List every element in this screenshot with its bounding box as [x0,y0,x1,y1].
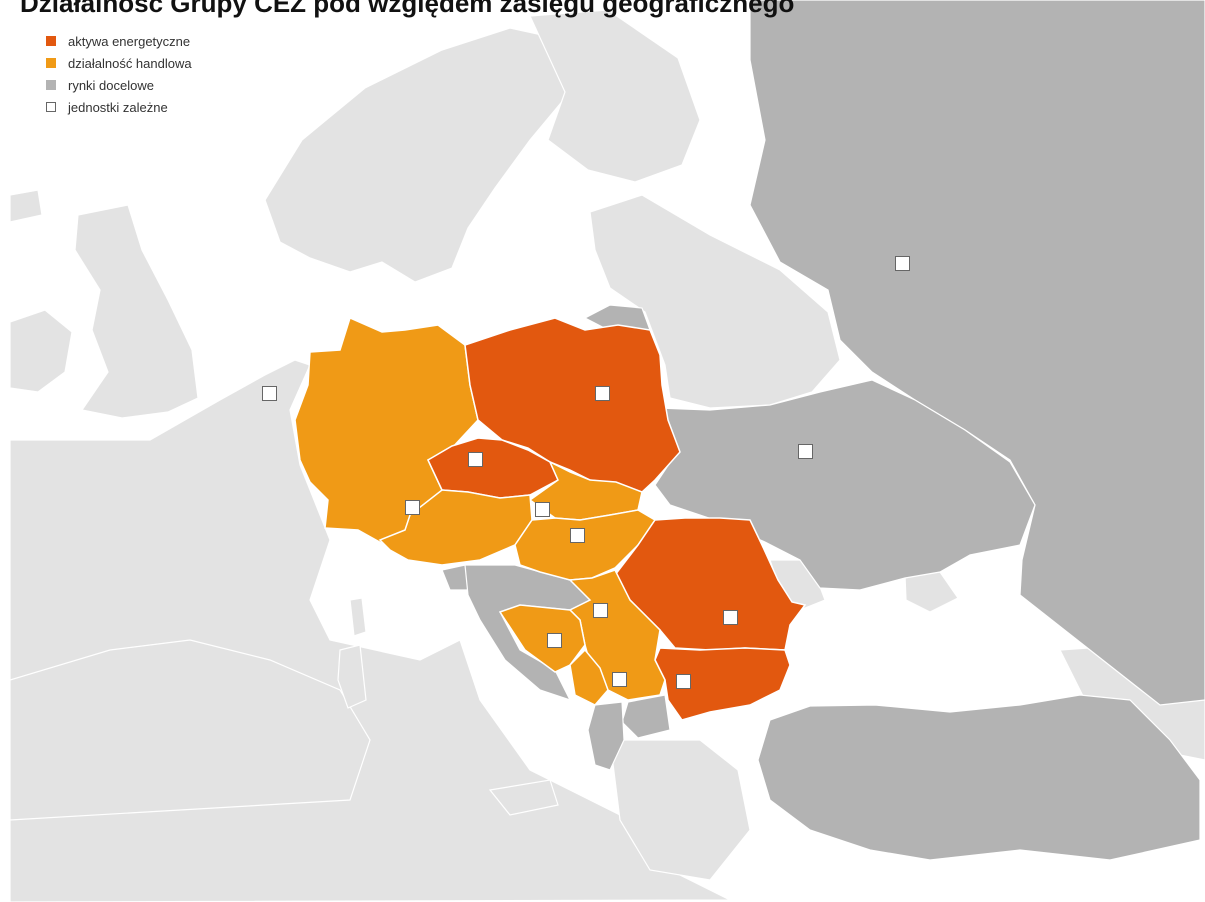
legend-swatch-target [46,80,56,90]
subsidiary-marker-bulgaria [676,674,691,689]
land-sicily [488,779,559,816]
subsidiary-marker-serbia [593,603,608,618]
legend-item-target-markets: rynki docelowe [46,74,192,96]
subsidiary-marker-slovakia [535,502,550,517]
legend-label: rynki docelowe [68,77,154,93]
subsidiary-marker-hungary [570,528,585,543]
legend-item-subsidiaries: jednostki zależne [46,96,192,118]
subsidiary-marker-bosnia-and-herzegovina [547,633,562,648]
country-albania [587,701,625,771]
subsidiary-marker-netherlands [262,386,277,401]
land-iceland-edge [10,189,43,223]
land-greece [609,739,751,881]
map-frame: Działalność Grupy CEZ pod względem zasię… [10,0,1205,902]
legend-swatch-trading [46,58,56,68]
land-corsica [349,597,367,637]
land-ireland [10,309,73,393]
land-sardinia [337,644,367,709]
subsidiary-marker-czech-republic [468,452,483,467]
subsidiary-marker-montenegro [612,672,627,687]
land-great-britain [74,204,199,419]
subsidiary-marker-ukraine [798,444,813,459]
highlighted-countries [294,0,1205,861]
land-scandinavia [264,27,571,283]
land-masses [10,9,1205,902]
subsidiary-marker-germany [405,500,420,515]
legend-label: działalność handlowa [68,55,192,71]
map-legend: aktywa energetyczne działalność handlowa… [46,30,192,118]
country-montenegro [569,648,609,706]
legend-item-trading: działalność handlowa [46,52,192,74]
country-ukraine [654,379,1036,591]
legend-item-energy-assets: aktywa energetyczne [46,30,192,52]
subsidiary-marker-poland [595,386,610,401]
country-bosnia [498,604,586,673]
legend-swatch-subsidiary [46,102,56,112]
land-finland-karelia [529,9,701,183]
subsidiary-marker-russia [895,256,910,271]
land-iberia-africa-strip [10,639,371,821]
legend-label: aktywa energetyczne [68,33,191,49]
legend-label: jednostki zależne [68,99,168,115]
legend-swatch-energy [46,36,56,46]
subsidiary-marker-romania [723,610,738,625]
page-title: Działalność Grupy CEZ pod względem zasię… [20,0,795,18]
country-turkey [757,694,1201,861]
europe-map [10,0,1205,902]
